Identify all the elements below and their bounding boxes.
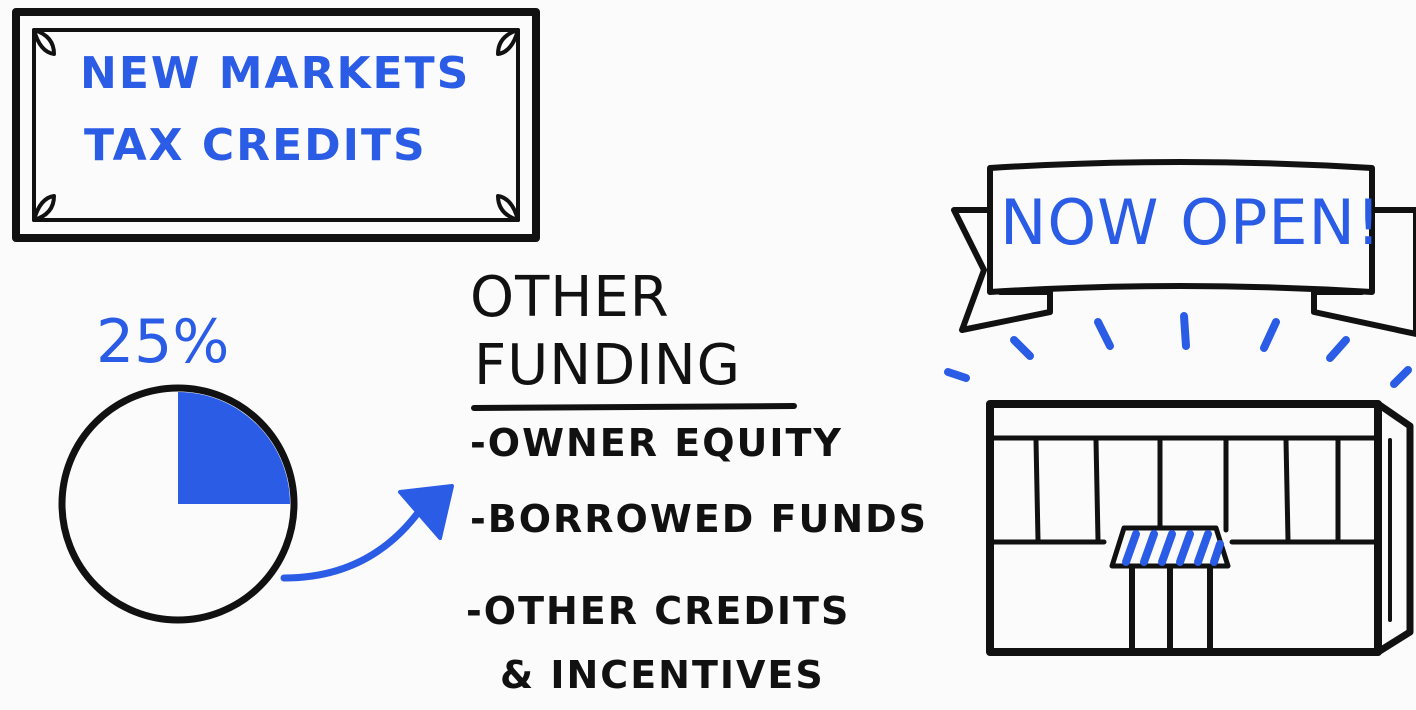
store-door [1129,565,1213,655]
awning [1109,525,1231,569]
title-frame [12,8,540,242]
pie-slice-25-percent [178,392,290,504]
funding-item-borrowed-funds: -Borrowed Funds [470,497,929,541]
funding-heading-line-2: Funding [474,333,742,398]
banner-now-open: Now Open! [1000,186,1382,259]
funding-item-other-credits: -Other Credits [466,589,851,633]
storefront [986,400,1414,656]
title-line-1: New Markets [80,48,471,99]
funding-heading-line-1: Other [470,265,670,330]
funding-item-incentives: & Incentives [500,653,825,697]
arrow-icon [280,484,454,582]
pie-percent-label: 25% [96,307,230,377]
title-line-2: Tax Credits [84,120,427,171]
funding-item-owner-equity: -Owner Equity [470,421,843,465]
funding-underline [471,403,797,411]
pie-outline [58,384,298,624]
shine-rays [944,312,1412,388]
banner-ribbon [951,159,1416,337]
pie-chart [58,384,298,624]
